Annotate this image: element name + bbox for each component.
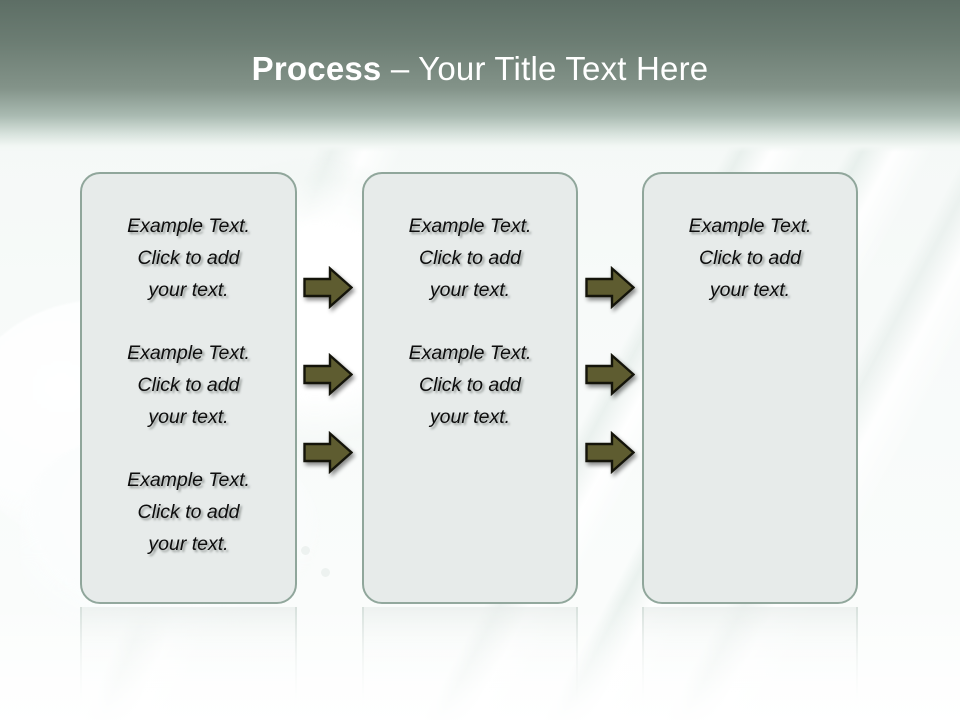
process-box-3-reflection <box>642 607 858 720</box>
header-band <box>0 0 960 152</box>
process-box-3-text-1[interactable]: Example Text. Click to add your text. <box>688 215 812 301</box>
process-box-2[interactable]: Example Text. Click to add your text. Ex… <box>362 172 578 604</box>
process-box-2-reflection <box>362 607 578 720</box>
arrow-right-icon[interactable] <box>585 266 635 309</box>
arrow-right-icon[interactable] <box>303 431 353 474</box>
process-box-1-text-1[interactable]: Example Text. Click to add your text. <box>127 215 250 301</box>
process-box-1-text-2[interactable]: Example Text. Click to add your text. <box>127 342 250 428</box>
arrow-right-icon[interactable] <box>585 431 635 474</box>
page-title-rest: – Your Title Text Here <box>381 50 709 87</box>
arrow-right-icon[interactable] <box>585 353 635 396</box>
process-box-2-text-1[interactable]: Example Text. Click to add your text. <box>408 215 532 301</box>
arrow-right-icon[interactable] <box>303 353 353 396</box>
page-title: Process – Your Title Text Here <box>0 50 960 88</box>
process-box-1[interactable]: Example Text. Click to add your text. Ex… <box>80 172 297 604</box>
process-box-2-text-2[interactable]: Example Text. Click to add your text. <box>408 342 532 428</box>
arrow-right-icon[interactable] <box>303 266 353 309</box>
process-box-1-text-3[interactable]: Example Text. Click to add your text. <box>127 469 250 555</box>
process-box-3[interactable]: Example Text. Click to add your text. <box>642 172 858 604</box>
process-box-1-reflection <box>80 607 297 720</box>
page-title-strong: Process <box>251 50 382 87</box>
